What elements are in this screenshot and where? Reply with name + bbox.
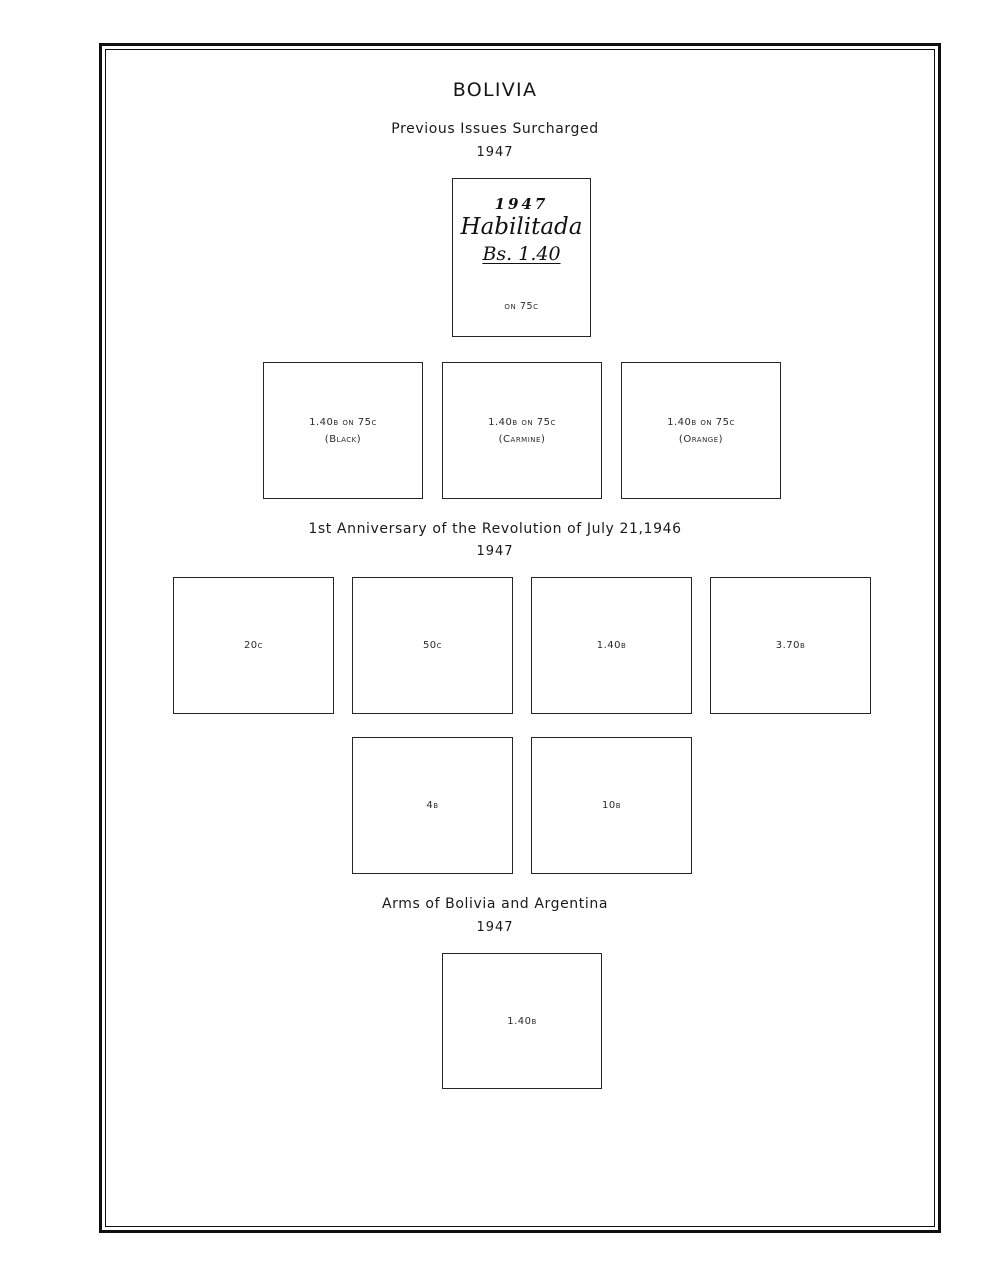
overprint-habilitada-text: Habilitada: [460, 214, 583, 240]
stamp-color-note: (Black): [324, 433, 362, 445]
stamp-box-1-40b: 1.40b: [531, 577, 692, 714]
stamp-denomination: 1.40b: [596, 640, 627, 651]
stamp-denomination: 1.40b: [507, 1015, 537, 1027]
stamp-denomination: 20c: [243, 640, 264, 651]
section-year-arms: 1947: [476, 920, 514, 935]
stamp-label: 1.40b on 75c (Carmine): [488, 414, 556, 448]
stamp-denomination: 1.40b on 75c: [488, 416, 556, 428]
section-heading-anniversary: 1st Anniversary of the Revolution of Jul…: [308, 521, 682, 537]
stamp-box-surcharged-carmine: 1.40b on 75c (Carmine): [442, 362, 602, 499]
page-border-inner-rule: [105, 49, 935, 1227]
stamp-denomination: 4b: [426, 800, 439, 811]
stamp-label: 1.40b on 75c (Black): [309, 414, 377, 448]
stamp-denomination: 10b: [601, 800, 622, 811]
stamp-box-surcharged-black: 1.40b on 75c (Black): [263, 362, 423, 499]
stamp-box-arms-1-40b: 1.40b: [442, 953, 602, 1089]
stamp-label: 1.40b on 75c (Orange): [667, 414, 735, 448]
stamp-denomination: 3.70b: [775, 640, 806, 651]
overprint-artwork: 1947 Habilitada Bs. 1.40: [461, 195, 583, 265]
section-heading-arms: Arms of Bolivia and Argentina: [381, 896, 609, 912]
stamp-box-20c: 20c: [173, 577, 334, 714]
stamp-denomination: 1.40b on 75c: [667, 416, 735, 428]
stamp-color-note: (Carmine): [498, 433, 546, 445]
stamp-box-3-70b: 3.70b: [710, 577, 871, 714]
stamp-box-10b: 10b: [531, 737, 692, 874]
overprint-caption: on 75c: [504, 301, 539, 312]
stamp-color-note: (Orange): [678, 433, 724, 445]
overprint-value-text: Bs. 1.40: [482, 243, 561, 265]
stamp-box-4b: 4b: [352, 737, 513, 874]
stamp-box-50c: 50c: [352, 577, 513, 714]
overprint-illustration-box: 1947 Habilitada Bs. 1.40 on 75c: [452, 178, 591, 337]
section-year-surcharged: 1947: [476, 145, 514, 160]
page-title: BOLIVIA: [452, 79, 538, 101]
stamp-denomination: 50c: [422, 640, 443, 651]
section-heading-surcharged: Previous Issues Surcharged: [391, 121, 599, 137]
stamp-box-surcharged-orange: 1.40b on 75c (Orange): [621, 362, 781, 499]
section-year-anniversary: 1947: [476, 544, 514, 559]
stamp-denomination: 1.40b on 75c: [309, 416, 377, 428]
overprint-year-text: 1947: [494, 195, 549, 213]
